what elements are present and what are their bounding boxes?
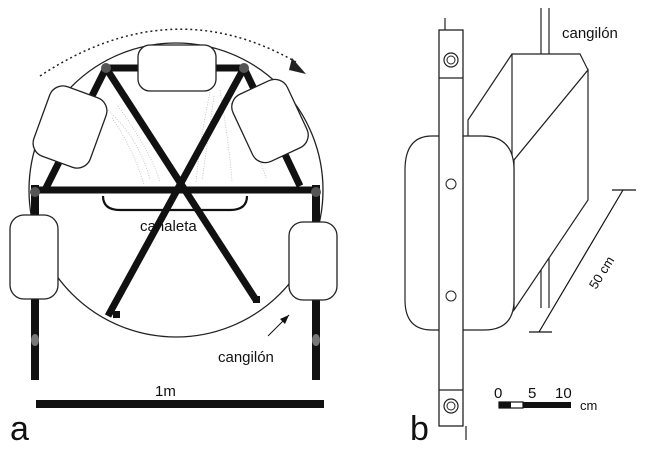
bottom-left-bolt [113, 311, 120, 318]
cangilon-label-b: cangilón [562, 25, 618, 42]
beam-hole-2 [445, 290, 457, 302]
rotation-arrowhead [289, 58, 306, 74]
dimension-line [538, 189, 624, 333]
canaleta-trough [101, 195, 249, 212]
scale-unit: cm [580, 398, 597, 413]
dimension-label: 50 cm [586, 254, 617, 292]
cangilon-label-a: cangilón [218, 349, 274, 366]
scale-bar-label: 1m [155, 383, 176, 400]
scale-bar [36, 400, 324, 408]
top-right-joint [239, 63, 249, 73]
scale-tick-5: 5 [528, 385, 536, 402]
left-post-bolt [31, 334, 39, 346]
top-left-joint [101, 63, 111, 73]
panel-a: canaleta cangilón 1m a [9, 28, 338, 448]
panel-letter-b: b [410, 410, 429, 448]
cm-scale-bar [498, 401, 571, 409]
right-post-bolt [312, 334, 320, 346]
bucket-top [137, 44, 217, 92]
buckets [9, 44, 338, 301]
bucket-side-view [467, 53, 589, 312]
scale-tick-0: 0 [494, 385, 502, 402]
scale-tick-10: 10 [555, 385, 572, 402]
panel-b: cangilón 50 cm 0 [404, 8, 636, 448]
wheel-rim [28, 42, 324, 338]
beam-bolt-bottom-inner [446, 401, 456, 411]
left-axle-joint [30, 187, 40, 197]
panel-letter-a: a [10, 410, 29, 448]
rotation-arrow [39, 28, 297, 77]
canaleta-label: canaleta [140, 218, 197, 235]
right-axle-joint [311, 187, 321, 197]
bottom-right-bolt [253, 296, 260, 303]
beam-hole-1 [445, 178, 457, 190]
bucket-upper-right [231, 78, 309, 164]
bucket-right [288, 221, 338, 301]
beam-bolt-top-inner [446, 55, 456, 65]
cangilon-arrowhead [280, 315, 289, 324]
bucket-left [9, 214, 59, 300]
bucket-upper-left [32, 85, 108, 169]
vertical-beam [438, 29, 464, 427]
